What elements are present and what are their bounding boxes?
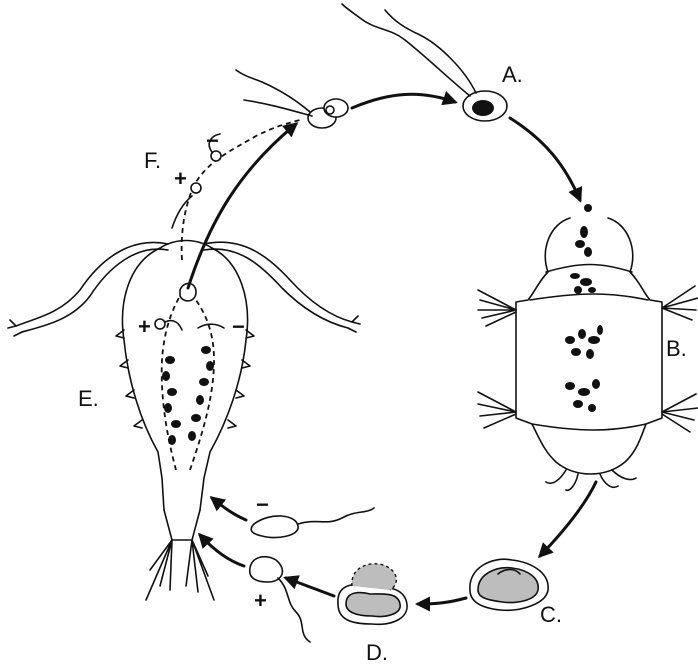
arrow-e-to-zygote [188,124,296,288]
sign-gamete-minus: − [256,492,269,517]
entry-dot [584,204,592,212]
zygote-spore-pair [236,70,348,128]
plus-gamete-cell [155,319,165,329]
sign-f-plus: + [174,166,187,191]
gamete-minus [251,508,374,538]
sign-gamete-plus: + [254,588,267,613]
label-f: F. [144,148,161,173]
label-b: B. [666,336,687,361]
label-e: E. [78,386,99,411]
arrow-c-to-d [418,598,466,604]
arrow-d-to-gametes [286,578,334,596]
arrow-b-to-c [540,482,596,556]
stage-c-cyst [470,559,548,610]
stage-b-host-larva [478,218,698,490]
arrow-a-to-b [510,118,580,200]
arrow-plus-gamete-to-host [200,535,244,566]
f-plus-gamete [191,183,201,193]
stage-d-germinating-cyst [338,564,407,625]
arrow-to-a [352,94,455,108]
label-d: D. [366,640,388,664]
sign-e-minus: − [232,314,245,339]
label-c: C. [540,602,562,627]
stage-e-copepod [8,241,360,601]
arrow-minus-gamete-to-host [212,498,246,520]
sign-f-minus: − [206,128,219,153]
label-a: A. [502,62,523,87]
sign-e-plus: + [138,314,151,339]
